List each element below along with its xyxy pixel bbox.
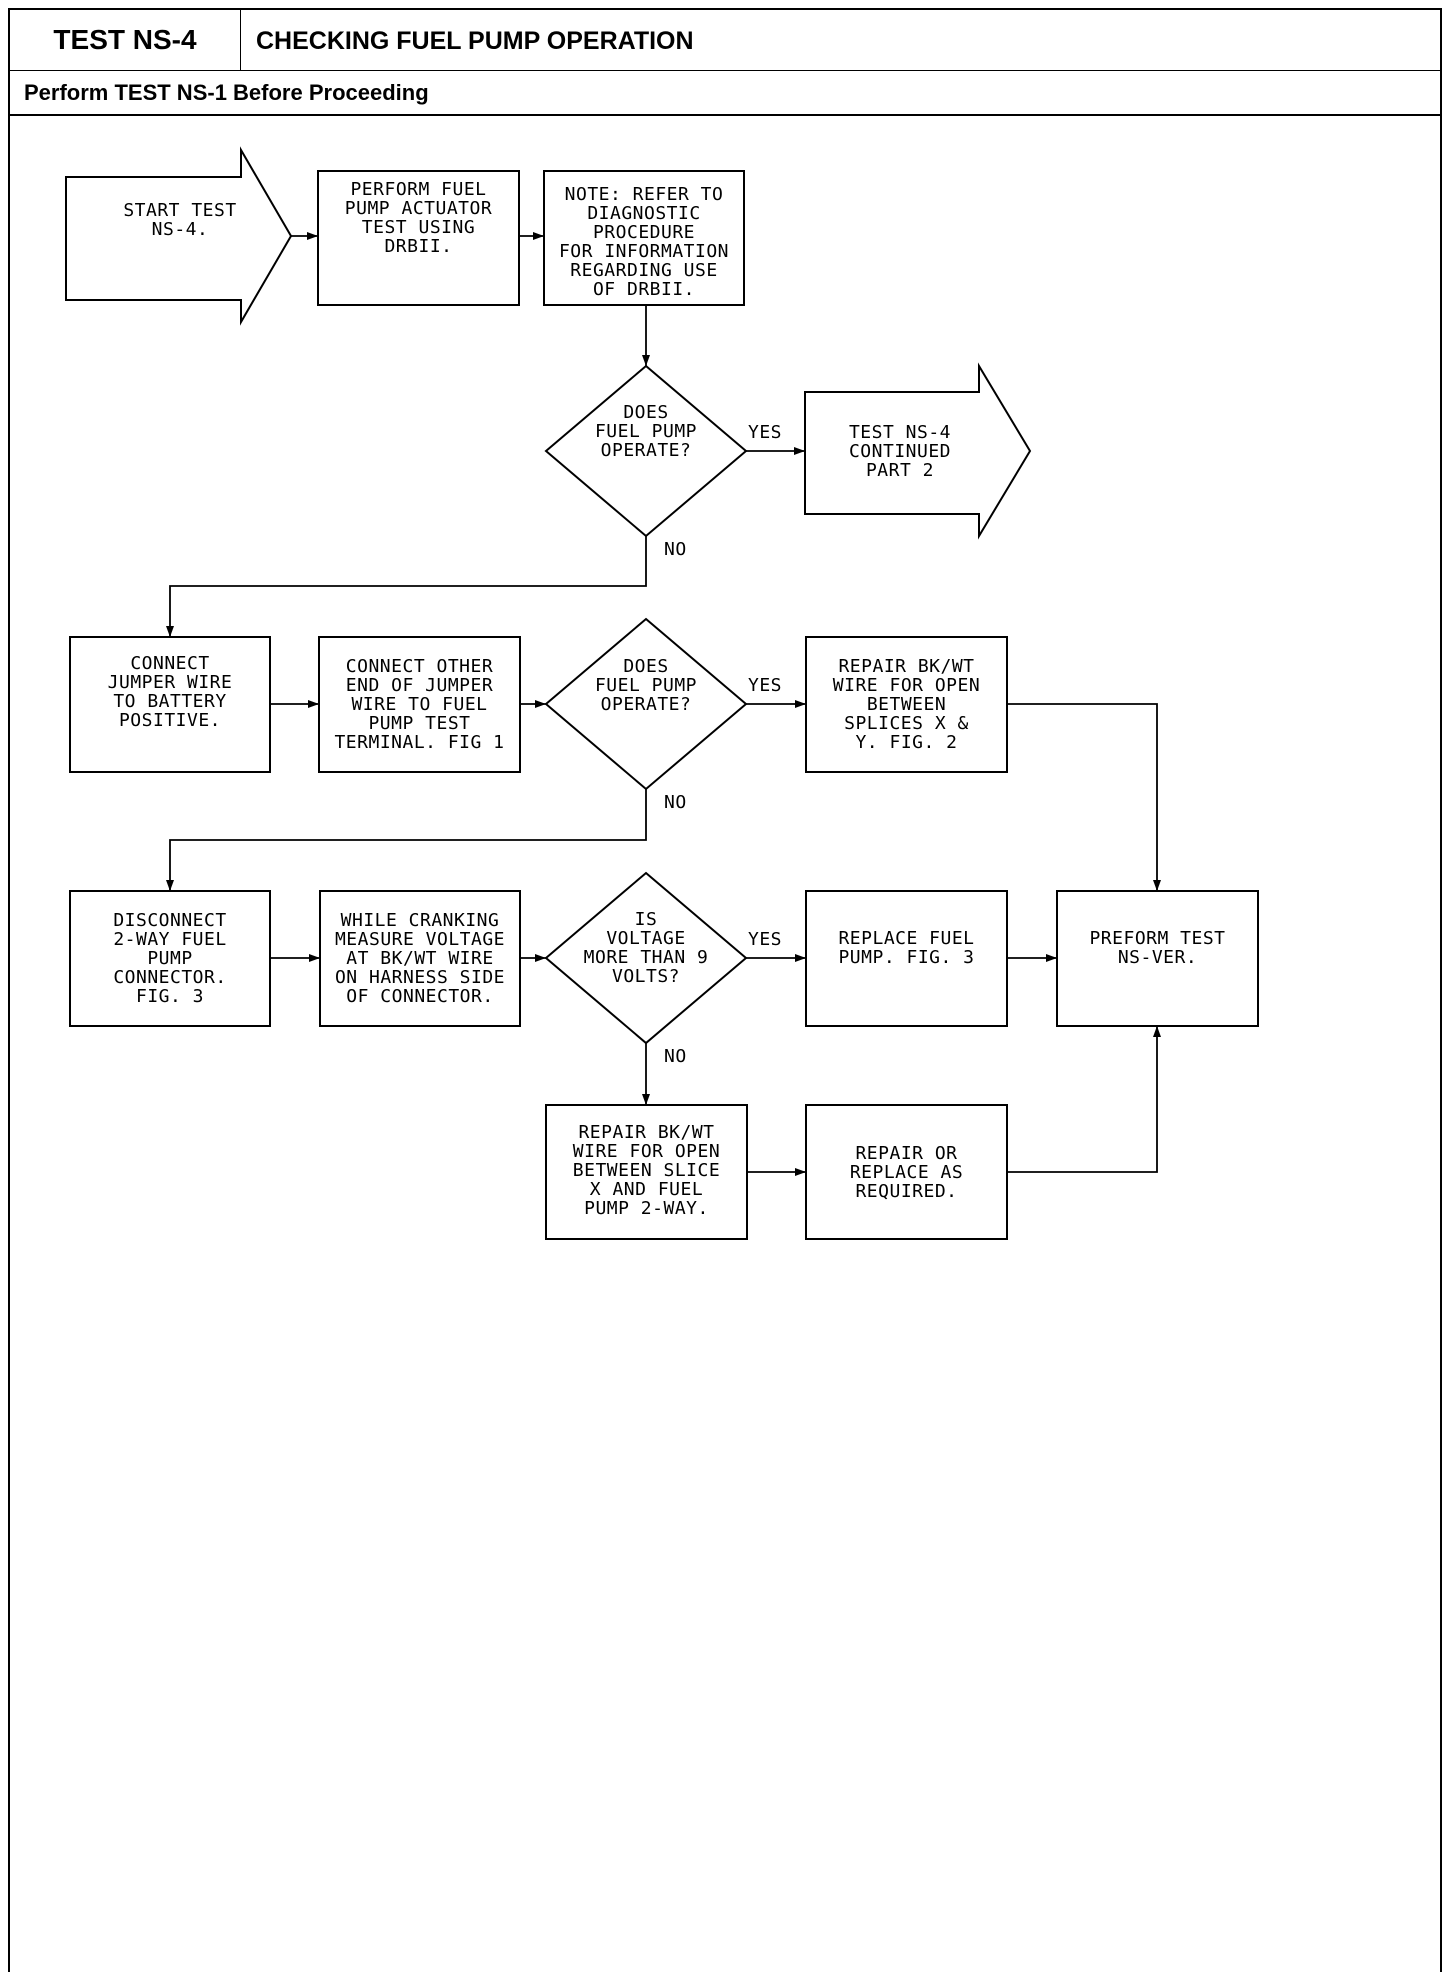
note-box [543, 170, 745, 306]
edge-splices-verify [1007, 703, 1161, 891]
decision-3-yes-label: YES [748, 929, 783, 950]
decision-1-yes-label: YES [748, 422, 783, 443]
decision-pump-2-label: DOES FUEL PUMP OPERATE? [594, 655, 698, 715]
decision-3-no-label: NO [664, 1046, 687, 1067]
measure-voltage-label: WHILE CRANKING MEASURE VOLTAGE AT BK/WT … [334, 909, 506, 1007]
continued-label: TEST NS-4 CONTINUED PART 2 [848, 421, 952, 481]
decision-pump-1-label: DOES FUEL PUMP OPERATE? [594, 401, 698, 461]
start-arrow-shape [65, 146, 293, 326]
edge-repair-verify [1007, 1026, 1161, 1173]
disconnect-label: DISCONNECT 2-WAY FUEL PUMP CONNECTOR. FI… [113, 909, 227, 1007]
decision-2-yes-label: YES [748, 675, 783, 696]
jumper-terminal-label: CONNECT OTHER END OF JUMPER WIRE TO FUEL… [334, 655, 505, 753]
actuator-test-box [317, 170, 520, 306]
continued-arrow-shape [804, 362, 1032, 540]
note-label: NOTE: REFER TO DIAGNOSTIC PROCEDURE FOR … [558, 184, 730, 300]
repair-splices-label: REPAIR BK/WT WIRE FOR OPEN BETWEEN SPLIC… [832, 655, 981, 753]
test-title: CHECKING FUEL PUMP OPERATION [256, 27, 694, 55]
prerequisite-row: Perform TEST NS-1 Before Proceeding [10, 71, 1440, 116]
title-row: TEST NS-4 CHECKING FUEL PUMP OPERATION [10, 10, 1440, 71]
page-frame: TEST NS-4 CHECKING FUEL PUMP OPERATION P… [8, 8, 1442, 1972]
jumper-battery-label: CONNECT JUMPER WIRE TO BATTERY POSITIVE. [107, 653, 233, 731]
repair-slice-label: REPAIR BK/WT WIRE FOR OPEN BETWEEN SLICE… [572, 1121, 721, 1219]
decision-1-no-label: NO [664, 539, 687, 560]
decision-voltage-label: IS VOLTAGE MORE THAN 9 VOLTS? [583, 909, 709, 987]
repair-replace-label: REPAIR OR REPLACE AS REQUIRED. [849, 1142, 964, 1202]
verify-label: PREFORM TEST NS-VER. [1089, 928, 1226, 968]
decision-2-no-label: NO [664, 792, 687, 813]
start-label: START TEST NS-4. [123, 200, 237, 240]
test-code: TEST NS-4 [10, 10, 241, 70]
replace-pump-label: REPLACE FUEL PUMP. FIG. 3 [838, 928, 975, 968]
edge-decision1-no [166, 536, 647, 637]
edge-decision2-no [166, 789, 647, 891]
actuator-test-label: PERFORM FUEL PUMP ACTUATOR TEST USING DR… [344, 179, 493, 257]
prerequisite-text: Perform TEST NS-1 Before Proceeding [24, 80, 429, 105]
